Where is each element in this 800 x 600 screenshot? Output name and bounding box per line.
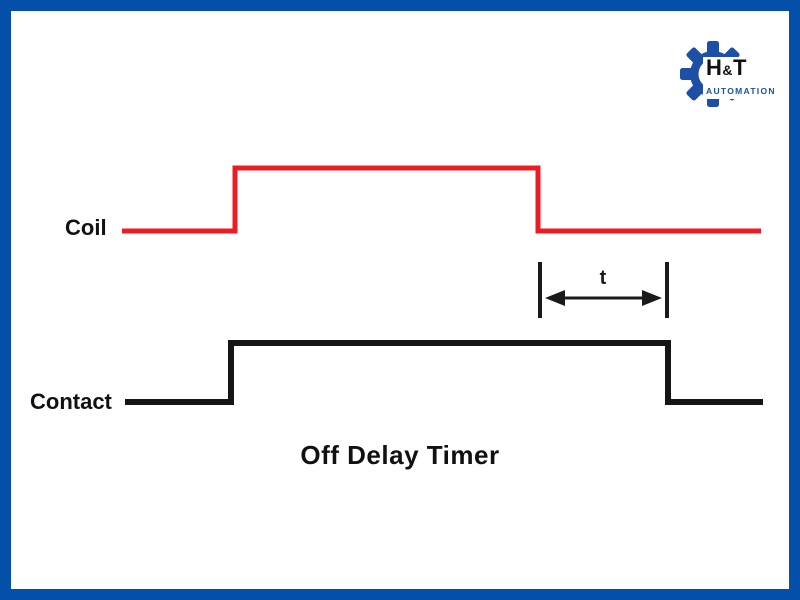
company-logo: H&T AUTOMATION bbox=[680, 38, 788, 110]
coil-signal-label: Coil bbox=[65, 215, 107, 240]
logo-name-h: H bbox=[706, 55, 723, 80]
logo-text: H&T AUTOMATION bbox=[703, 57, 779, 99]
logo-subtitle: AUTOMATION bbox=[706, 86, 776, 97]
contact-signal-label: Contact bbox=[30, 389, 112, 414]
logo-name-t: T bbox=[733, 55, 747, 80]
diagram-title: Off Delay Timer bbox=[300, 440, 500, 470]
delay-time-label: t bbox=[599, 267, 607, 289]
logo-name-amp: & bbox=[722, 62, 734, 78]
logo-name: H&T bbox=[706, 57, 776, 81]
